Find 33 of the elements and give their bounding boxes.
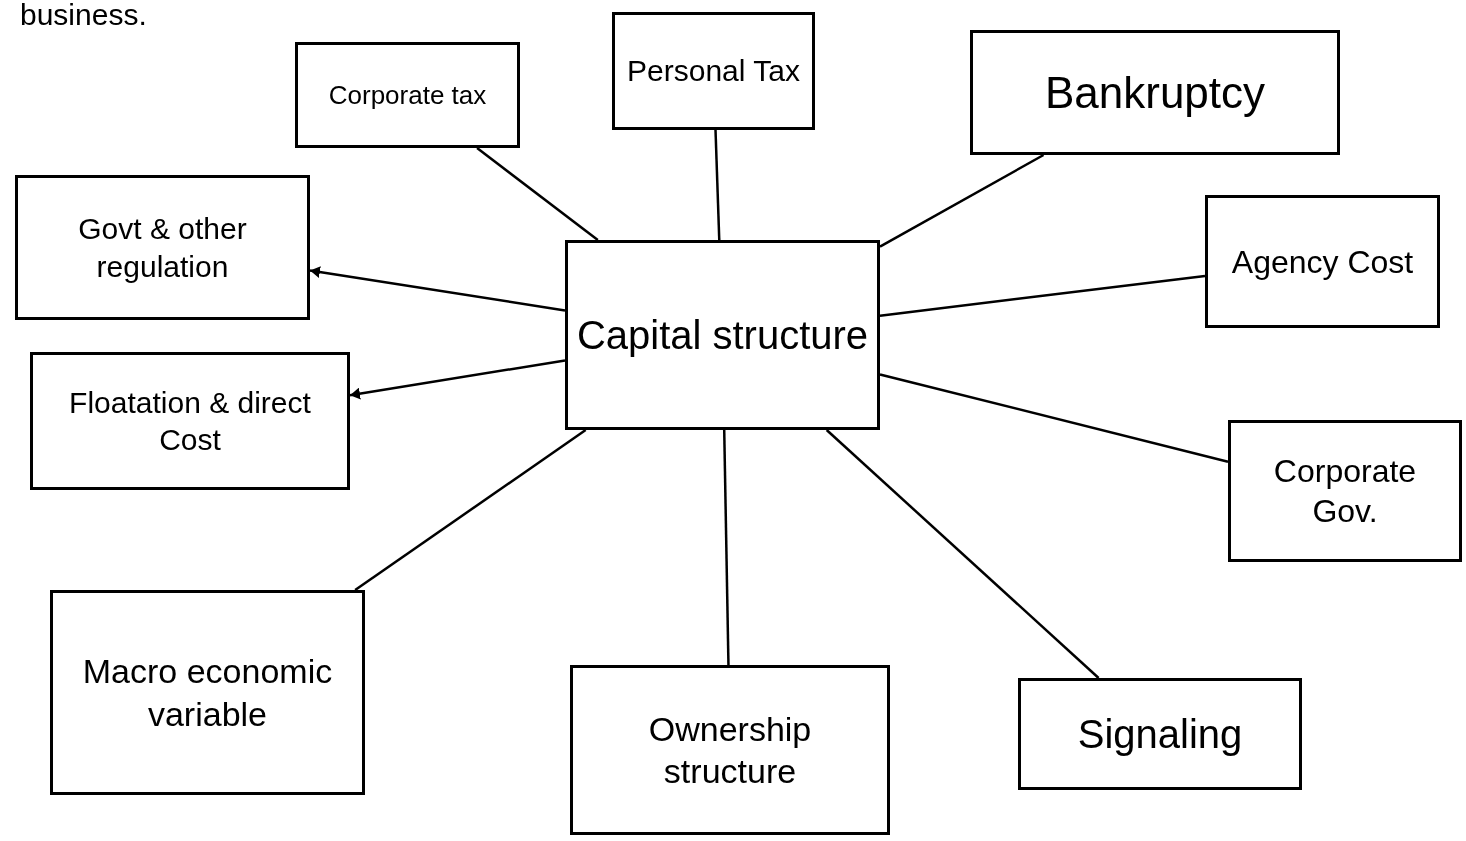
concept-box [570,665,890,835]
box-label: Govt & other regulation [77,211,248,285]
box-label: Signaling [1077,711,1243,758]
connector-line [825,429,1100,679]
connector-line [879,274,1206,317]
concept-box [30,352,350,490]
connector-line [476,147,599,241]
box-label: Floatation & direct Cost [68,384,312,458]
connector-line [354,428,587,592]
box-label: Macro economic variable [81,651,334,735]
connector-line [722,429,730,666]
heading-text: business. [20,0,147,30]
concept-box [1205,195,1440,328]
box-label: Personal Tax [627,53,800,90]
box-label: Ownership structure [647,708,813,792]
concept-box [1018,678,1302,790]
concept-box [612,12,815,130]
connector-line [879,373,1229,463]
arrow [349,359,566,400]
arrow [309,266,566,312]
concept-box [970,30,1340,155]
box-label: Corporate Gov. [1272,452,1418,531]
concept-box [565,240,880,430]
concept-box [50,590,365,795]
connector-line [879,153,1045,248]
connector-line [714,129,721,241]
box-label: Corporate tax [328,78,487,112]
concept-box [295,42,520,148]
box-label: Capital structure [576,312,869,359]
concept-box [15,175,310,320]
box-label: Agency Cost [1231,242,1414,282]
concept-box [1228,420,1462,562]
box-label: Bankruptcy [1044,67,1266,119]
